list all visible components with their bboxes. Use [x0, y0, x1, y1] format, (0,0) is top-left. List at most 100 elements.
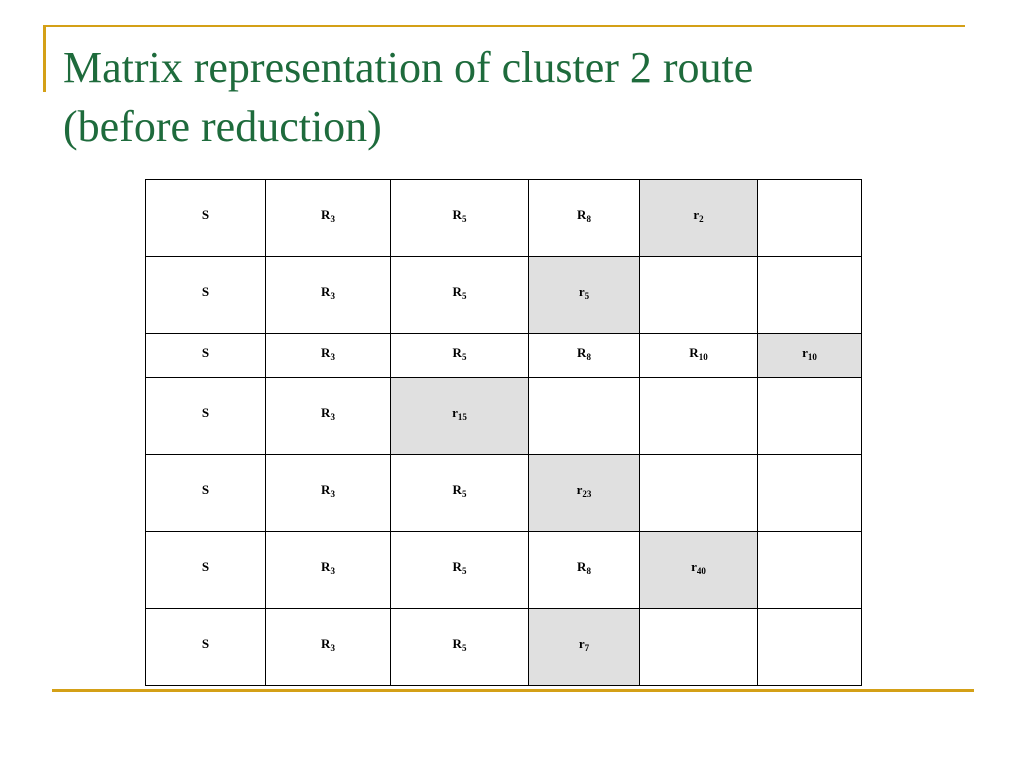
cell-label: R: [577, 559, 587, 574]
cell-subscript: 8: [586, 566, 591, 576]
cell-label: S: [201, 344, 210, 360]
matrix-cell: R5: [390, 256, 529, 334]
cell-label: r: [452, 405, 458, 420]
matrix-cell: R3: [265, 179, 391, 257]
matrix-cell: r10: [757, 333, 862, 378]
matrix-cell: [528, 377, 640, 455]
matrix-cell: R5: [390, 333, 529, 378]
cell-label: S: [201, 482, 210, 497]
matrix-cell: R8: [528, 333, 640, 378]
cell-subscript: 10: [807, 351, 817, 362]
matrix-cell: S: [145, 608, 266, 686]
cell-subscript: 5: [461, 643, 467, 653]
cell-label: r: [693, 207, 700, 222]
matrix-cell: R8: [528, 531, 640, 609]
cell-label: r: [691, 559, 697, 574]
matrix-cell: [639, 256, 758, 334]
cell-subscript: 15: [457, 412, 467, 422]
cell-label: R: [452, 284, 462, 299]
cell-subscript: 2: [699, 214, 704, 224]
matrix-cell: R5: [390, 531, 529, 609]
matrix-cell: S: [145, 333, 266, 378]
matrix-cell: [757, 256, 862, 334]
cell-label: R: [321, 559, 331, 574]
cell-subscript: 8: [586, 214, 591, 224]
accent-top-rule: [43, 25, 965, 27]
matrix-cell: r15: [390, 377, 529, 455]
matrix-cell: r40: [639, 531, 758, 609]
cell-subscript: 3: [330, 412, 335, 422]
cell-label: R: [452, 559, 462, 574]
cell-label: R: [321, 344, 331, 360]
cell-subscript: 5: [584, 291, 590, 301]
cell-label: S: [201, 405, 210, 420]
cell-label: R: [321, 482, 331, 497]
matrix-cell: R5: [390, 179, 529, 257]
cell-label: S: [201, 207, 210, 222]
cell-subscript: 10: [698, 351, 708, 362]
matrix-cell: r5: [528, 256, 640, 334]
cell-subscript: 5: [461, 291, 467, 301]
matrix-cell: R5: [390, 454, 529, 532]
matrix-cell: r23: [528, 454, 640, 532]
accent-vertical-bar: [43, 25, 46, 92]
title-line-2: (before reduction): [63, 102, 382, 151]
title-line-1: Matrix representation of cluster 2 route: [63, 43, 754, 92]
matrix-cell: [757, 377, 862, 455]
cell-label: R: [321, 405, 331, 420]
matrix-cell: [757, 454, 862, 532]
cell-label: r: [802, 344, 808, 360]
matrix-cell: [639, 454, 758, 532]
cell-subscript: 5: [461, 214, 467, 224]
cell-label: R: [452, 482, 462, 497]
matrix-cell: R3: [265, 333, 391, 378]
cell-label: r: [576, 482, 583, 497]
matrix-cell: R8: [528, 179, 640, 257]
cell-label: R: [321, 207, 331, 222]
matrix-cell: [757, 179, 862, 257]
cell-label: R: [452, 344, 462, 360]
matrix-cell: R3: [265, 256, 391, 334]
matrix-cell: S: [145, 256, 266, 334]
matrix-cell: R3: [265, 377, 391, 455]
matrix-cell: R5: [390, 608, 529, 686]
matrix-cell: S: [145, 454, 266, 532]
matrix-cell: R3: [265, 608, 391, 686]
matrix-cell: R3: [265, 531, 391, 609]
cell-label: R: [577, 344, 587, 360]
cell-subscript: 40: [696, 566, 706, 576]
accent-bottom-rule: [52, 689, 974, 692]
matrix-cell: r2: [639, 179, 758, 257]
cell-subscript: 5: [461, 566, 467, 576]
cell-subscript: 5: [461, 351, 467, 362]
cell-label: R: [452, 636, 462, 651]
matrix-cell: [757, 608, 862, 686]
cell-subscript: 7: [584, 643, 590, 653]
cell-label: R: [321, 636, 331, 651]
cell-subscript: 3: [330, 214, 335, 224]
cell-subscript: 3: [330, 351, 335, 362]
matrix-cell: S: [145, 179, 266, 257]
matrix-cell: S: [145, 377, 266, 455]
cell-subscript: 5: [461, 489, 467, 499]
cell-label: S: [201, 284, 210, 299]
matrix-cell: R10: [639, 333, 758, 378]
matrix-cell: [639, 608, 758, 686]
cell-subscript: 8: [586, 351, 591, 362]
cell-label: R: [452, 207, 462, 222]
cell-label: S: [201, 559, 210, 574]
cell-label: r: [578, 284, 585, 299]
cell-label: R: [321, 284, 331, 299]
cell-label: S: [201, 636, 210, 651]
matrix-cell: r7: [528, 608, 640, 686]
cell-subscript: 3: [330, 291, 335, 301]
cell-label: R: [577, 207, 587, 222]
cell-subscript: 3: [330, 566, 335, 576]
